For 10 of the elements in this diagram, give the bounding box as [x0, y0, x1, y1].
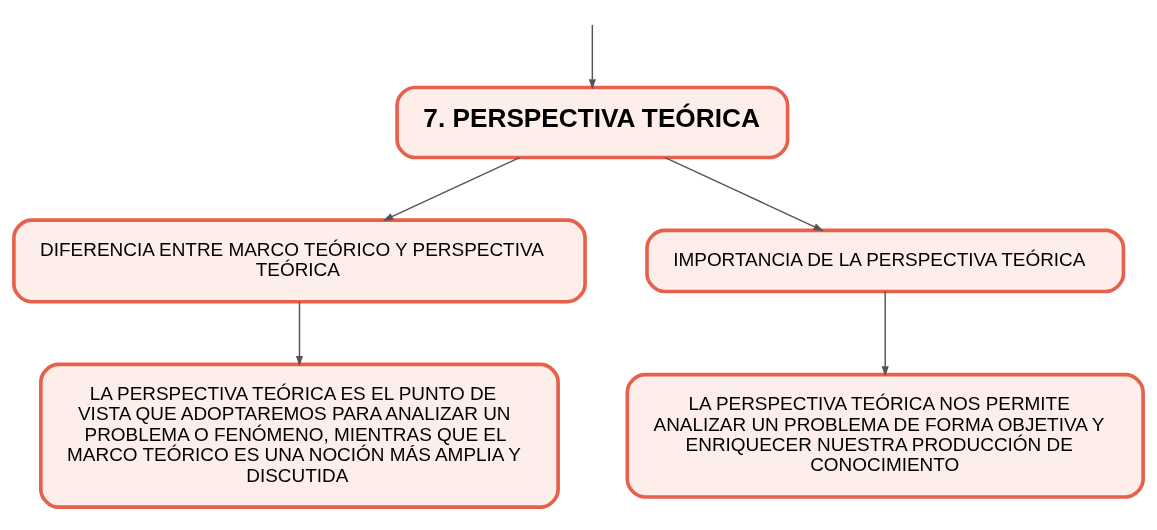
node-box: 7. PERSPECTIVA TEÓRICA: [395, 85, 790, 159]
arrow: [295, 300, 304, 366]
node-box: DIFERENCIA ENTRE MARCO TEÓRICO Y PERSPECTIVA TEÓRICA: [12, 217, 587, 304]
node-box: LA PERSPECTIVA TEÓRICA NOS PERMITE ANALIZAR UN PROBLEMA DE FORMA OBJETIVA Y ENRIQUECER NUESTRA PRODUCCIÓN DE CONOCIMIENTO: [625, 372, 1145, 499]
node-box: IMPORTANCIA DE LA PERSPECTIVA TEÓRICA: [645, 228, 1126, 293]
node-box: LA PERSPECTIVA TEÓRICA ES EL PUNTO DE VISTA QUE ADOPTAREMOS PARA ANALIZAR UN PROBLEMA O FENÓMENO, MIENTRAS QUE EL MARCO TEÓRICO ES UNA NOCIÓN MÁS AMPLIA Y DISCUTIDA: [39, 362, 560, 509]
arrow: [382, 156, 521, 221]
arrow: [588, 23, 596, 89]
arrow: [881, 290, 889, 376]
arrow: [664, 156, 824, 231]
